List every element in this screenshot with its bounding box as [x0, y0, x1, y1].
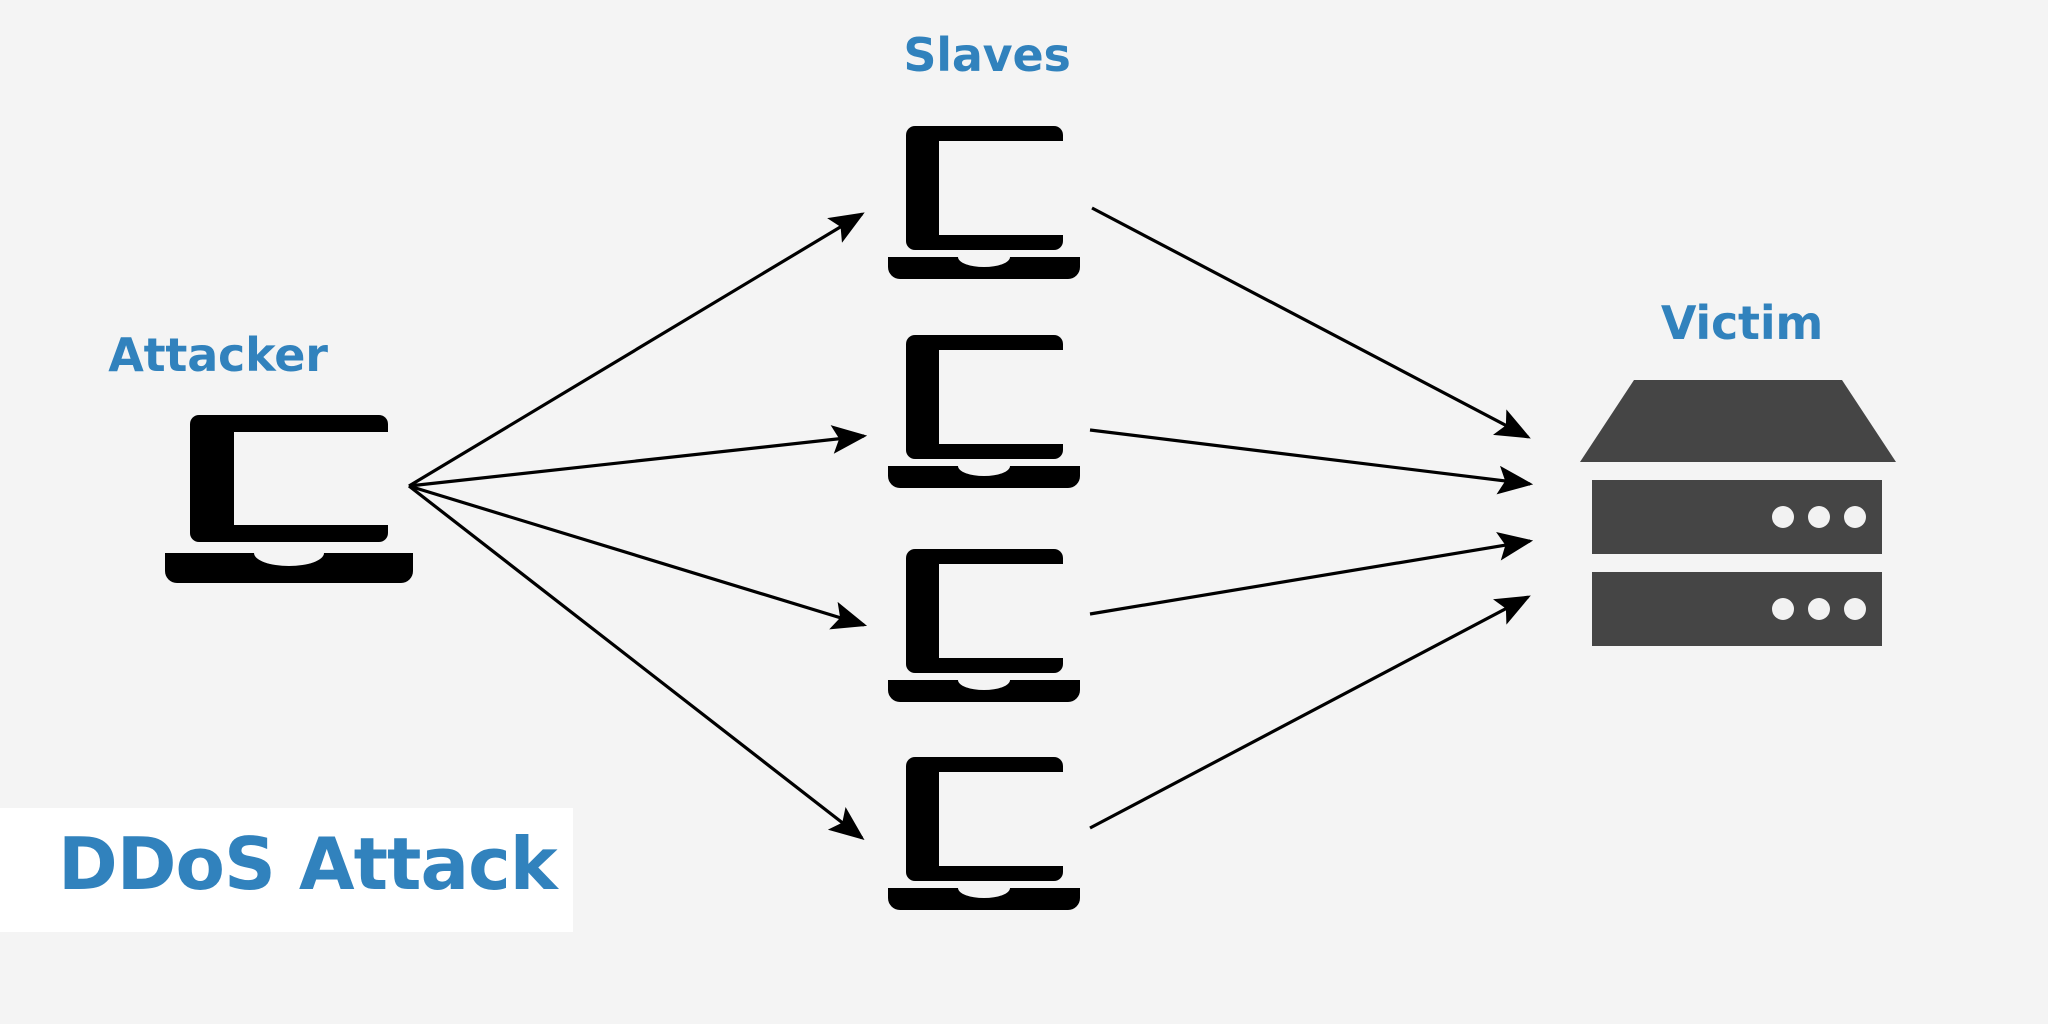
- laptop-screen-display: [939, 350, 1066, 444]
- attacker-label: Attacker: [108, 328, 328, 382]
- laptop-screen-display: [939, 141, 1066, 235]
- laptop-notch: [254, 553, 324, 566]
- victim-label: Victim: [1660, 296, 1824, 350]
- victim-server-icon: [1580, 380, 1896, 676]
- laptop-notch: [958, 466, 1010, 476]
- laptop-screen-frame: [906, 757, 1066, 881]
- laptop-base: [888, 466, 1080, 488]
- laptop-screen-display: [234, 432, 394, 525]
- edge-attacker-to-slave-4: [408, 484, 865, 840]
- laptop-notch: [958, 888, 1010, 898]
- attacker-laptop-icon: [165, 415, 413, 583]
- laptop-notch: [958, 257, 1010, 267]
- server-led-icon: [1844, 598, 1866, 620]
- edge-slave-1-to-victim: [1091, 206, 1531, 439]
- slave-laptop-icon-2: [888, 335, 1080, 488]
- edge-slave-4-to-victim: [1089, 595, 1531, 830]
- laptop-screen-frame: [906, 126, 1066, 250]
- server-led-icon: [1808, 506, 1830, 528]
- laptop-base: [888, 680, 1080, 702]
- edge-attacker-to-slave-2: [408, 425, 868, 488]
- laptop-screen-display: [939, 564, 1066, 658]
- laptop-screen-display: [939, 772, 1066, 866]
- laptop-notch: [958, 680, 1010, 690]
- laptop-base: [888, 888, 1080, 910]
- edge-slave-2-to-victim: [1089, 428, 1534, 495]
- laptop-screen-frame: [906, 335, 1066, 459]
- server-rack-unit-2: [1592, 572, 1882, 646]
- laptop-base: [888, 257, 1080, 279]
- laptop-screen-frame: [906, 549, 1066, 673]
- server-led-icon: [1844, 506, 1866, 528]
- server-led-icon: [1772, 598, 1794, 620]
- edge-attacker-to-slave-3: [408, 484, 868, 630]
- server-led-group: [1772, 598, 1866, 620]
- laptop-screen-frame: [190, 415, 394, 542]
- title-band: [0, 808, 573, 932]
- server-rack-unit-1: [1592, 480, 1882, 554]
- slave-laptop-icon-1: [888, 126, 1080, 279]
- diagram-title: DDoS Attack: [58, 822, 558, 906]
- slave-laptop-icon-4: [888, 757, 1080, 910]
- slaves-label: Slaves: [903, 28, 1071, 82]
- slave-laptop-icon-3: [888, 549, 1080, 702]
- edge-attacker-to-slave-1: [408, 212, 865, 488]
- server-led-icon: [1772, 506, 1794, 528]
- server-chassis-top: [1580, 380, 1896, 462]
- edge-slave-3-to-victim: [1089, 532, 1534, 616]
- server-led-icon: [1808, 598, 1830, 620]
- server-led-group: [1772, 506, 1866, 528]
